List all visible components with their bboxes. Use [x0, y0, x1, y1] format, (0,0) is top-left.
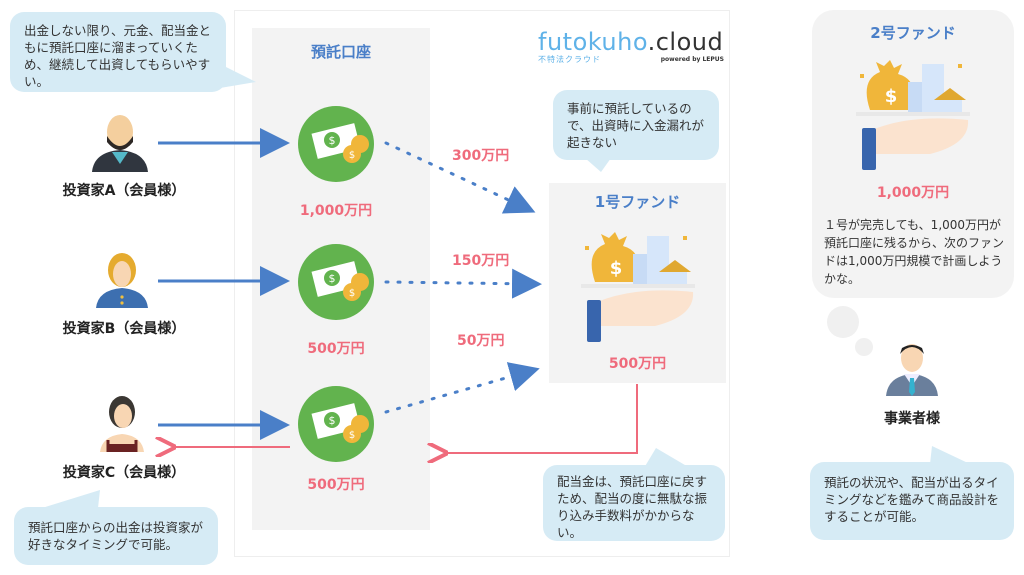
- fund2-note: １号が完売しても、1,000万円が預託口座に残るから、次のファンドは1,000万…: [824, 218, 1005, 286]
- fund1-investment-icon: $: [581, 232, 695, 342]
- bubble-tail: [42, 490, 100, 508]
- bubble-dividend: 配当金は、預託口座に戻すため、配当の度に無駄な振り込み手数料がかからない。: [543, 465, 725, 541]
- bubble-text: 配当金は、預託口座に戻すため、配当の度に無駄な振り込み手数料がかからない。: [557, 474, 708, 540]
- bubble-tail: [644, 448, 690, 468]
- svg-text:$: $: [610, 258, 623, 279]
- bubble-text: 事前に預託しているので、出資時に入金漏れが起きない: [567, 101, 705, 150]
- bubble-text: 出金しない限り、元金、配当金ともに預託口座に溜まっていくため、継続して出資しても…: [24, 23, 212, 89]
- deposit-balance-a: 1,000万円: [299, 203, 373, 219]
- thought-bubble-large: [827, 306, 859, 338]
- investor-c-avatar: [100, 396, 144, 452]
- bubble-text: 預託口座からの出金は投資家が好きなタイミングで可能。: [28, 520, 204, 552]
- bubble-continuous-investment: 出金しない限り、元金、配当金ともに預託口座に溜まっていくため、継続して出資しても…: [10, 12, 226, 92]
- fund2-amount: 1,000万円: [876, 185, 950, 201]
- fund1-title: 1号ファンド: [594, 193, 681, 211]
- investor-a-label: 投資家A（会員様）: [62, 183, 186, 199]
- bubble-operator: 預託の状況や、配当が出るタイミングなどを鑑みて商品設計をすることが可能。: [810, 462, 1014, 540]
- deposit-balance-b: 500万円: [307, 341, 365, 357]
- fund1-amount: 500万円: [608, 356, 667, 372]
- bubble-tail: [220, 64, 256, 88]
- invest-arrow-a: [384, 141, 536, 214]
- flow-amount-c: 50万円: [457, 333, 505, 349]
- bubble-withdrawal: 預託口座からの出金は投資家が好きなタイミングで可能。: [14, 507, 218, 565]
- logo-subtitle: 不特法クラウド: [538, 55, 601, 64]
- investor-b-label: 投資家B（会員様）: [62, 321, 186, 337]
- investor-a-avatar: [92, 115, 148, 172]
- powered-by-label: powered by LEPUS: [660, 56, 724, 63]
- flow-amount-b: 150万円: [452, 253, 510, 269]
- coin-glyphs: $ $: [311, 123, 369, 443]
- bubble-text: 預託の状況や、配当が出るタイミングなどを鑑みて商品設計をすることが可能。: [824, 475, 1000, 524]
- svg-text:$: $: [329, 134, 336, 147]
- invest-arrow-b: [384, 268, 542, 299]
- deposit-account-title: 預託口座: [310, 43, 371, 61]
- bubble-tail: [585, 158, 611, 172]
- svg-text:$: $: [349, 150, 355, 161]
- fund2-investment-icon: [856, 60, 970, 170]
- flow-amount-a: 300万円: [452, 148, 510, 164]
- deposit-balance-c: 500万円: [307, 477, 365, 493]
- logo-part2: .cloud: [647, 28, 724, 56]
- bubble-prepaid: 事前に預託しているので、出資時に入金漏れが起きない: [553, 90, 719, 160]
- investor-c-label: 投資家C（会員様）: [62, 465, 186, 481]
- thought-bubble-small: [855, 338, 873, 356]
- operator-label: 事業者様: [884, 411, 940, 427]
- logo-part1: futokuho: [538, 28, 648, 56]
- operator-avatar: [886, 344, 938, 396]
- futokuho-logo: futokuho.cloud 不特法クラウド powered by LEPUS: [538, 28, 724, 65]
- investor-b-avatar: [96, 253, 148, 308]
- invest-arrow-c: [384, 362, 540, 414]
- dividend-return-arrow: [444, 384, 638, 453]
- bubble-tail: [930, 446, 970, 464]
- fund2-title: 2号ファンド: [870, 24, 956, 42]
